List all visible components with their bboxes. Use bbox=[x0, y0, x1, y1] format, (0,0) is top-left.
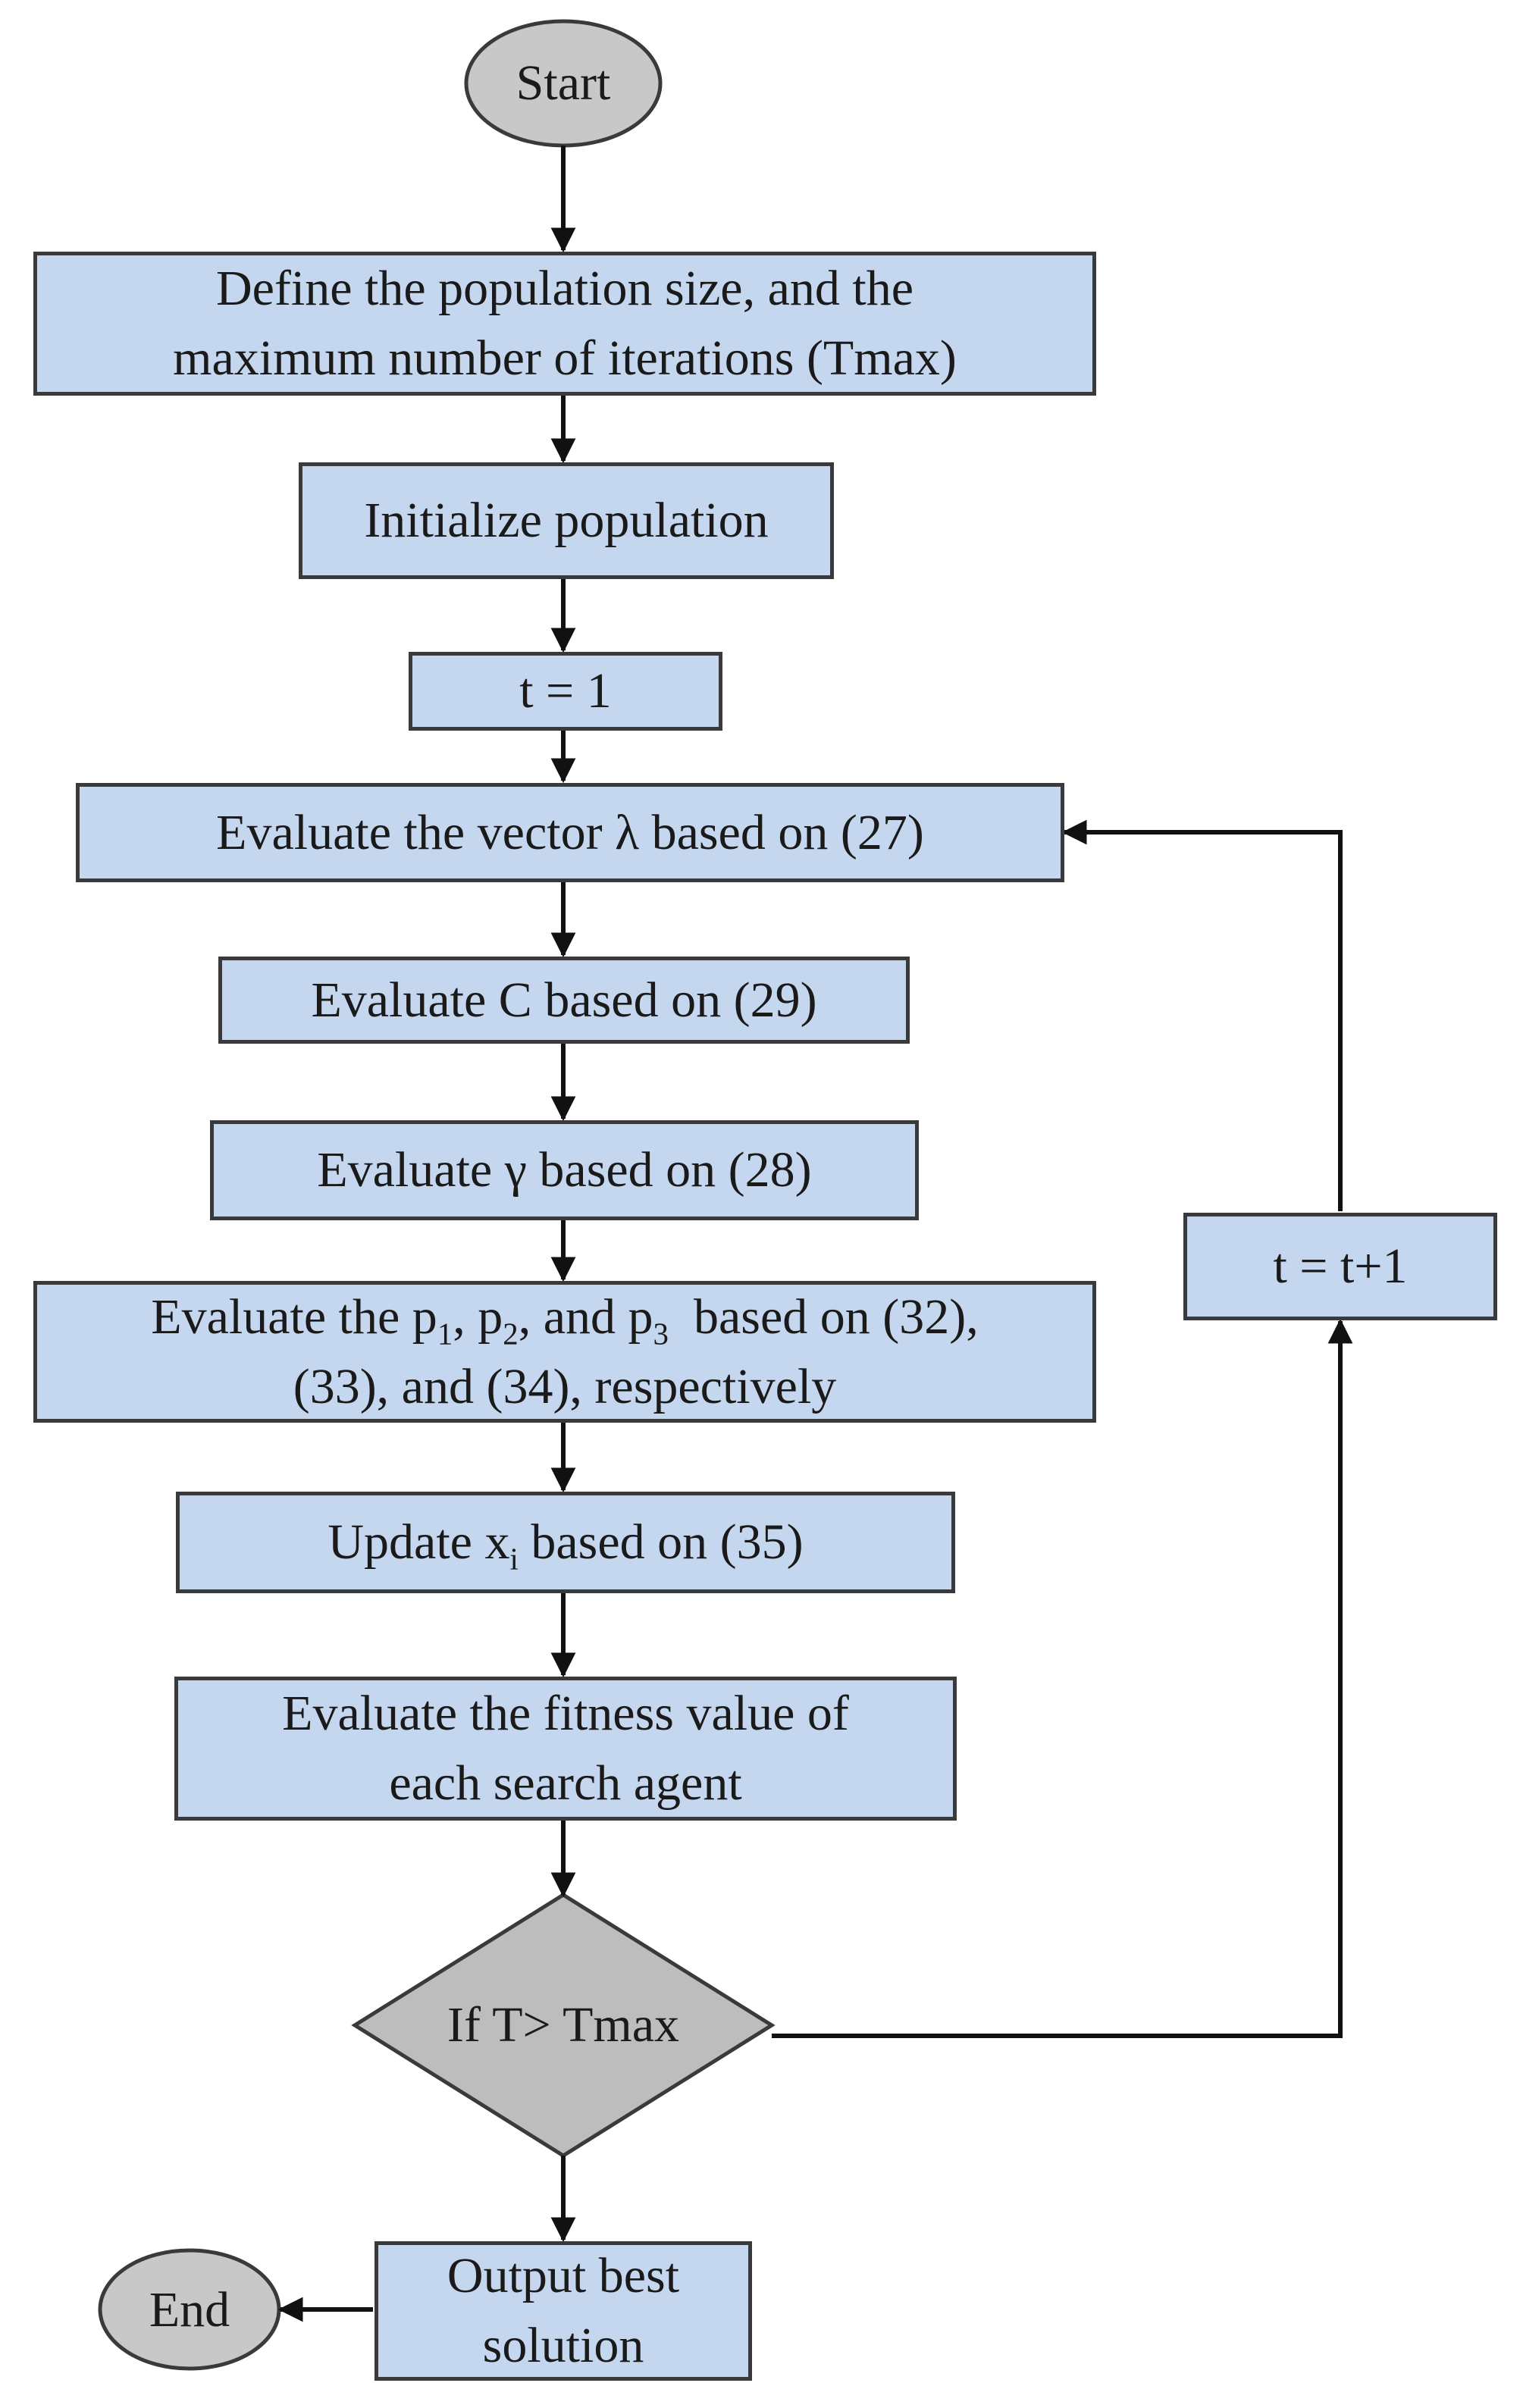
initialize-label: Initialize population bbox=[364, 493, 769, 548]
define-line1: Define the population size, and the bbox=[215, 261, 914, 316]
start-label: Start bbox=[516, 55, 611, 111]
loop-increment-to-lambda bbox=[1061, 819, 1343, 1211]
evaluate-gamma-box: Evaluate γ based on (28) bbox=[210, 1120, 919, 1220]
evaluate-p-line2: (33), and (34), respectively bbox=[293, 1358, 837, 1414]
t-init-label: t = 1 bbox=[519, 663, 612, 719]
update-x-box: Update xi based on (35) bbox=[176, 1492, 955, 1593]
output-line2: solution bbox=[482, 2318, 644, 2373]
evaluate-lambda-label: Evaluate the vector λ based on (27) bbox=[216, 804, 924, 860]
evaluate-c-box: Evaluate C based on (29) bbox=[218, 957, 910, 1044]
define-line2: maximum number of iterations (Tmax) bbox=[173, 330, 957, 386]
evaluate-lambda-box: Evaluate the vector λ based on (27) bbox=[76, 783, 1064, 882]
evaluate-fitness-box: Evaluate the fitness value of each searc… bbox=[174, 1677, 957, 1821]
loop-decision-to-increment bbox=[772, 1318, 1353, 2038]
evaluate-gamma-label: Evaluate γ based on (28) bbox=[317, 1142, 812, 1198]
t-increment-box: t = t+1 bbox=[1183, 1213, 1497, 1320]
decision-label: If T> Tmax bbox=[447, 1997, 680, 2053]
fitness-line2: each search agent bbox=[389, 1755, 742, 1811]
evaluate-c-label: Evaluate C based on (29) bbox=[311, 972, 817, 1028]
t-increment-label: t = t+1 bbox=[1273, 1238, 1408, 1294]
initialize-population-box: Initialize population bbox=[299, 462, 834, 579]
evaluate-p-line1: Evaluate the p1, p2, and p3 based on (32… bbox=[151, 1289, 979, 1351]
output-best-solution-box: Output best solution bbox=[374, 2241, 752, 2381]
end-label: End bbox=[149, 2282, 230, 2338]
define-parameters-box: Define the population size, and the maxi… bbox=[33, 252, 1096, 396]
fitness-line1: Evaluate the fitness value of bbox=[282, 1686, 849, 1741]
output-line1: Output best bbox=[447, 2248, 680, 2303]
update-x-label: Update xi based on (35) bbox=[327, 1514, 804, 1577]
t-init-box: t = 1 bbox=[409, 652, 722, 731]
evaluate-p-box: Evaluate the p1, p2, and p3 based on (32… bbox=[33, 1281, 1096, 1423]
